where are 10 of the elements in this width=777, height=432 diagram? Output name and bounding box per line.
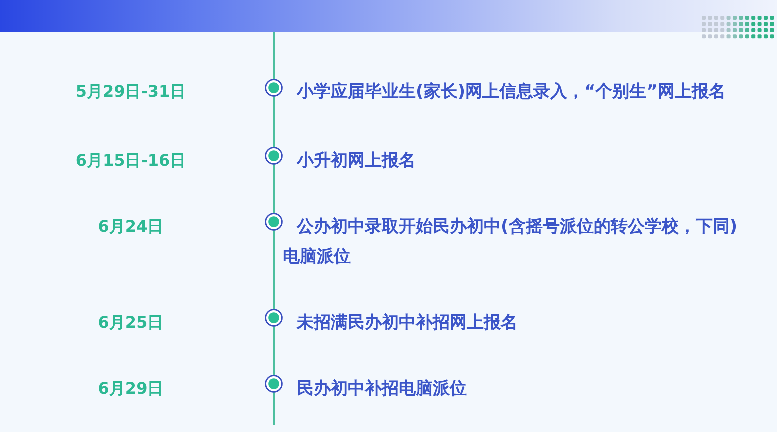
date-label: 5月29日-31日 bbox=[74, 81, 188, 103]
event-text: 小学应届毕业生(家长)网上信息录入，“个别生”网上报名 bbox=[296, 81, 727, 104]
date-label: 6月29日 bbox=[97, 378, 165, 400]
event-text: 小升初网上报名 bbox=[296, 150, 417, 173]
event-text: 公办初中录取开始民办初中(含摇号派位的转公学校，下同)电脑派位 bbox=[283, 216, 739, 269]
event-text: 民办初中补招电脑派位 bbox=[296, 378, 468, 401]
date-label: 6月15日-16日 bbox=[74, 150, 188, 172]
date-label: 6月25日 bbox=[97, 312, 165, 334]
event-text: 未招满民办初中补招网上报名 bbox=[296, 312, 519, 335]
date-label: 6月24日 bbox=[97, 216, 165, 238]
